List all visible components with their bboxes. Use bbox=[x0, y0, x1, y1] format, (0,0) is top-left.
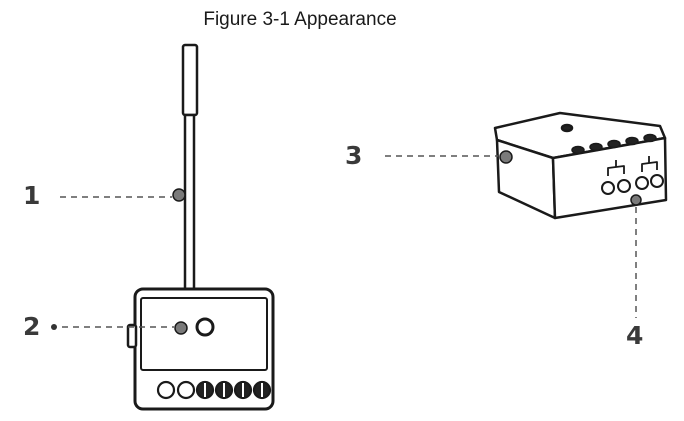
reset-button bbox=[195, 317, 215, 337]
iso-bottom-indicator bbox=[630, 194, 642, 206]
iso-side-indicator bbox=[499, 150, 513, 164]
leader-lines-right bbox=[385, 155, 637, 318]
callout-2: 2 bbox=[23, 312, 41, 341]
callout-4: 4 bbox=[626, 321, 644, 350]
leader-lines-left bbox=[60, 196, 174, 328]
antenna-marker bbox=[172, 188, 186, 202]
device-side-tab bbox=[126, 323, 138, 349]
antenna-tip bbox=[181, 43, 199, 117]
figure-caption: Figure 3-1 Appearance bbox=[203, 9, 397, 30]
callout-1: 1 bbox=[23, 181, 41, 210]
device-iso-view bbox=[493, 111, 668, 220]
indicator-light bbox=[174, 321, 188, 335]
callout-3: 3 bbox=[345, 141, 363, 170]
antenna-cable bbox=[183, 113, 196, 292]
device-front-view bbox=[126, 43, 275, 411]
callout-2-dot bbox=[51, 324, 57, 330]
